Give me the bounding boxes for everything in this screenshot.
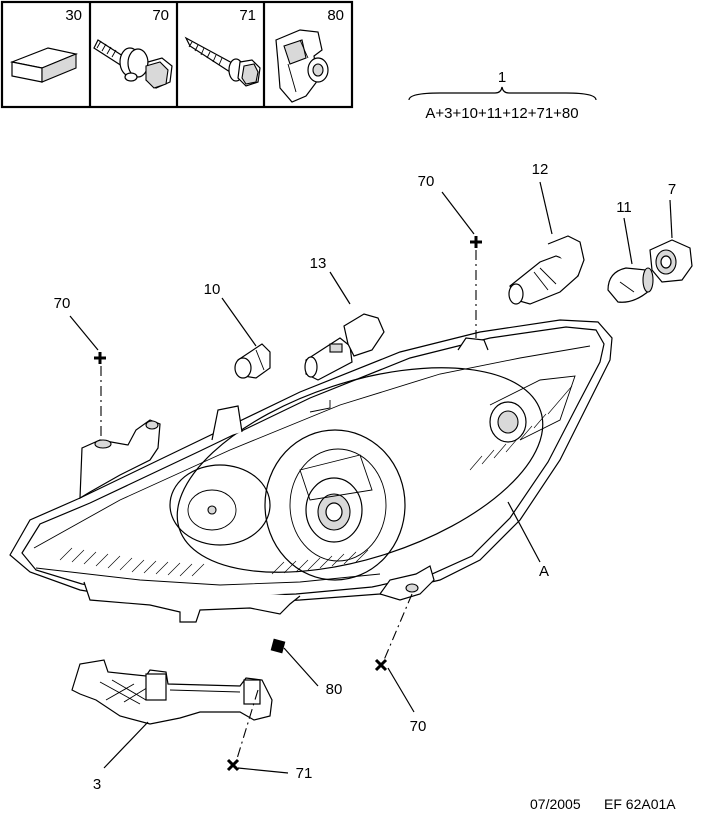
fastener-markers — [94, 236, 482, 772]
clip-nut-icon — [275, 29, 329, 103]
callout-7: 7 — [668, 181, 676, 198]
callout-71-bottom: 71 — [296, 765, 313, 782]
self-tapping-screw-icon — [184, 36, 261, 87]
callout-70-bottom: 70 — [410, 718, 427, 735]
bulb-12-h7 — [508, 235, 585, 305]
screw-with-nut-icon — [93, 39, 173, 89]
right-mounting-foot — [379, 565, 435, 601]
footer-date: 07/2005 — [530, 796, 581, 812]
legend-number-71: 71 — [239, 7, 256, 24]
bulb-10 — [234, 343, 271, 379]
callout-A: A — [539, 563, 549, 580]
legend-number-80: 80 — [327, 7, 344, 24]
callout-13: 13 — [310, 255, 327, 272]
callout-10: 10 — [204, 281, 221, 298]
bulb-13-h1 — [304, 313, 385, 381]
spacer-block-icon — [9, 47, 79, 83]
dipped-beam-reflector — [169, 464, 271, 546]
legend-number-30: 30 — [65, 7, 82, 24]
callout-11: 11 — [616, 199, 632, 216]
callout-3: 3 — [93, 776, 101, 793]
legend-number-70: 70 — [152, 7, 169, 24]
headlamp-assembly — [9, 319, 613, 623]
footer-reference: EF 62A01A — [604, 796, 676, 812]
bulb-11 — [607, 267, 654, 303]
callout-12: 12 — [532, 161, 549, 178]
clip-nut-80-marker — [270, 638, 286, 654]
mounting-bracket-3 — [71, 659, 273, 725]
parts-legend-box: 30 70 71 80 — [0, 0, 354, 109]
lens-hatching — [59, 385, 573, 577]
callout-70-top: 70 — [418, 173, 435, 190]
kit-number: 1 — [498, 69, 506, 86]
callout-80: 80 — [326, 681, 343, 698]
main-beam-projector — [264, 429, 406, 581]
callout-70-left: 70 — [54, 295, 71, 312]
kit-brace: 1 A+3+10+11+12+71+80 — [408, 69, 597, 122]
bulb-holder-7 — [649, 239, 693, 283]
kit-formula: A+3+10+11+12+71+80 — [425, 105, 578, 122]
